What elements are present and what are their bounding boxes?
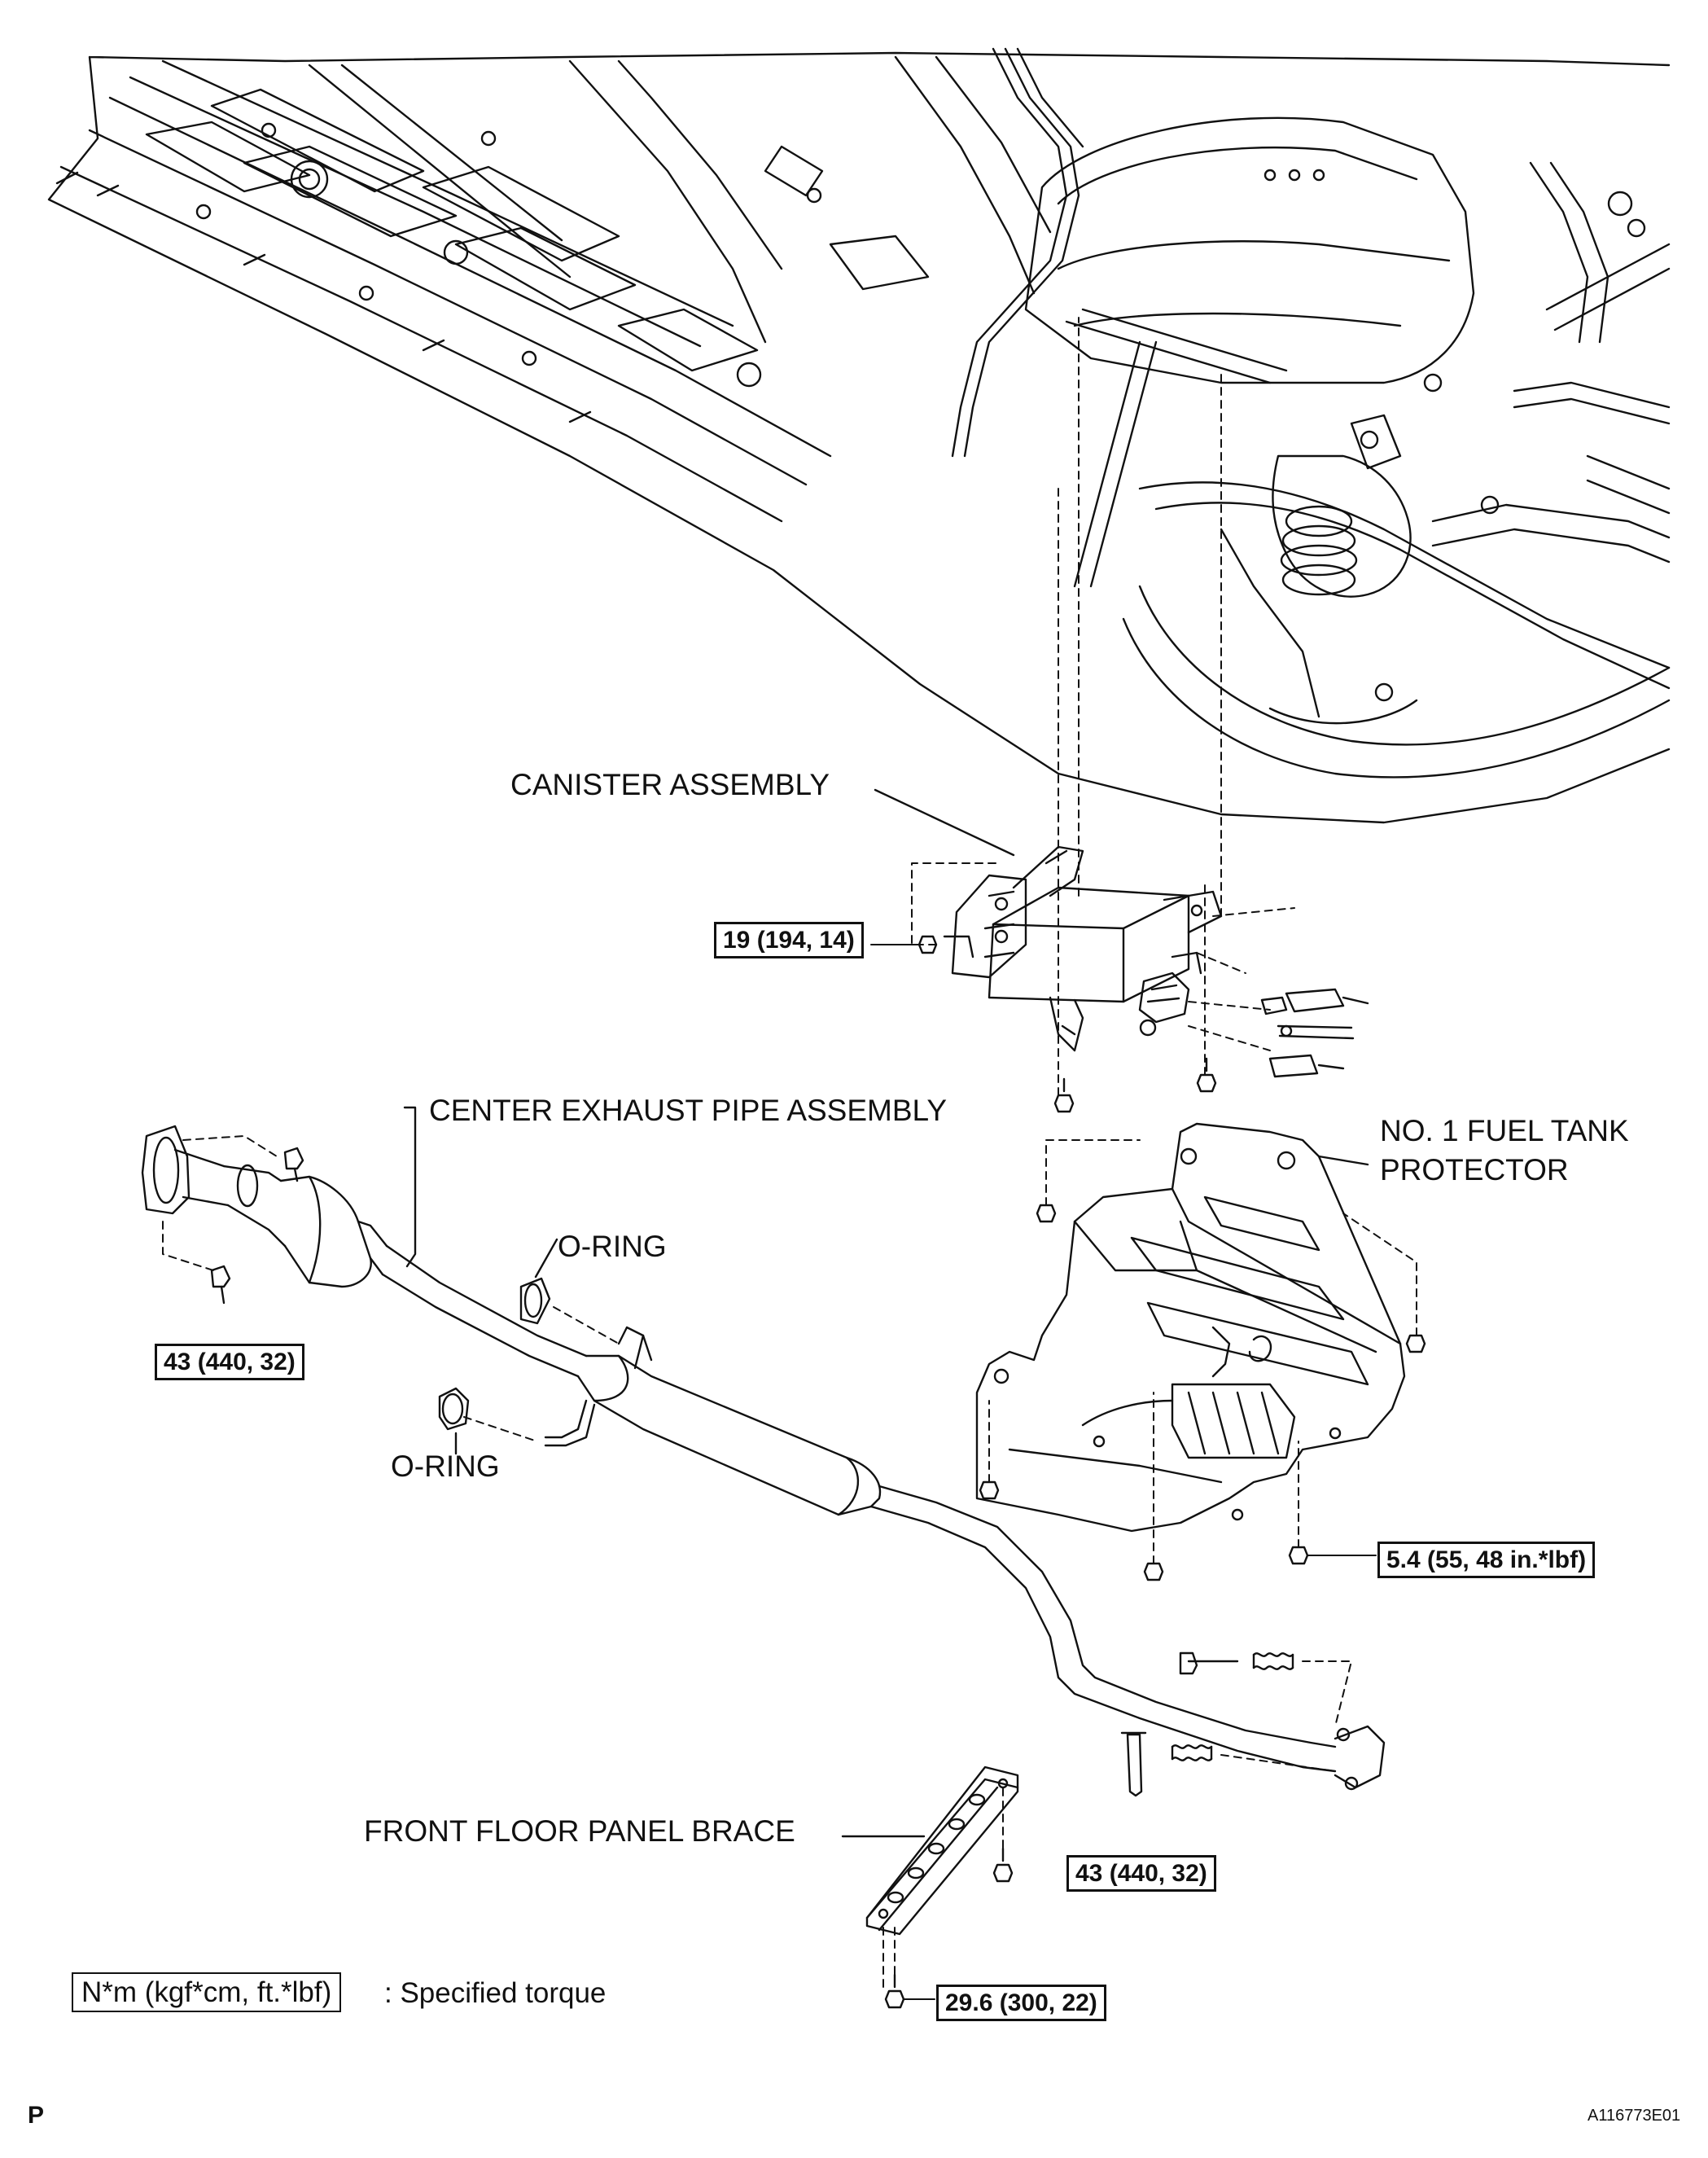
page-corner-letter: P: [28, 2102, 45, 2129]
fuel-tank-protector-label-line2: PROTECTOR: [1380, 1153, 1569, 1186]
canister-assembly-drawing: [874, 788, 1369, 1113]
center-exhaust-pipe-label: CENTER EXHAUST PIPE ASSEMBLY: [429, 1094, 948, 1127]
assembly-guide-lines: [162, 317, 1417, 1988]
vehicle-underbody: [47, 47, 1671, 824]
torque-box-protector: 5.4 (55, 48 in.*lbf): [1377, 1542, 1596, 1578]
fuel-tank-protector-label-line1: NO. 1 FUEL TANK: [1380, 1114, 1629, 1147]
torque-leaders: [870, 944, 1377, 2000]
torque-legend-unit-box: N*m (kgf*cm, ft.*lbf): [72, 1972, 342, 2012]
canister-assembly-label: CANISTER ASSEMBLY: [510, 768, 830, 801]
torque-box-pipe-front-flange: 43 (440, 32): [155, 1344, 304, 1380]
torque-legend-text: : Specified torque: [384, 1977, 607, 2009]
center-exhaust-pipe-drawing: [141, 1106, 1386, 1797]
front-floor-panel-brace-drawing: [841, 1765, 1019, 2009]
torque-box-brace: 29.6 (300, 22): [936, 1985, 1106, 2021]
o-ring-label-upper: O-RING: [558, 1230, 667, 1263]
o-ring-label-lower: O-RING: [391, 1450, 500, 1483]
figure-id: A116773E01: [1588, 2107, 1681, 2125]
torque-box-pipe-rear-flange: 43 (440, 32): [1066, 1855, 1216, 1892]
torque-box-canister: 19 (194, 14): [714, 922, 864, 958]
fuel-tank-protector-drawing: [975, 1122, 1426, 1581]
front-floor-panel-brace-label: FRONT FLOOR PANEL BRACE: [364, 1814, 795, 1848]
